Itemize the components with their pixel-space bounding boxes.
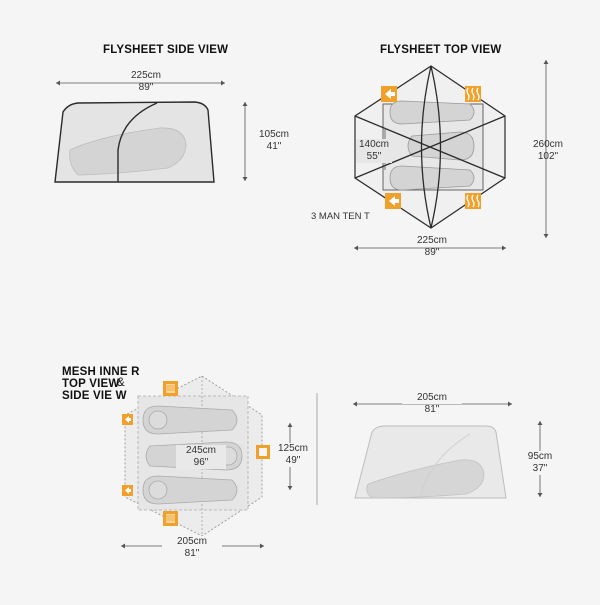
mesh-side-door-arc (419, 433, 471, 499)
fs-side-height-cm: 105cm (258, 129, 289, 140)
mesh-side-height-cm: 95cm (525, 451, 555, 463)
mesh-inner-title-amp: & (117, 377, 125, 389)
mesh-inner-side-view (316, 393, 543, 505)
fs-top-ridge-pole-left (420, 65, 432, 229)
door-arrow-icon (122, 485, 133, 496)
fs-top-pole-2 (354, 115, 506, 179)
door-arrow-icon (381, 86, 397, 102)
fs-top-length-cm: 260cm (532, 139, 563, 150)
storage-pocket-icon (163, 511, 178, 526)
fs-top-width-cm: 225cm (416, 235, 447, 246)
storage-pocket-icon (256, 445, 270, 459)
mesh-top-height-in: 49" (276, 455, 310, 467)
flysheet-side-view (54, 80, 248, 183)
flysheet-side-title: FLYSHEET SIDE VIEW (103, 44, 229, 56)
mesh-inner-title-line1: MESH INNE R (62, 366, 140, 378)
fs-top-ridge-pole-right (430, 65, 442, 229)
mesh-inner-title-line2: TOP VIEW (62, 378, 120, 390)
mesh-side-length-in: 81" (424, 404, 440, 415)
mesh-top-length-in: 96" (176, 457, 226, 469)
fs-top-inner-cm: 140cm (356, 139, 392, 151)
fs-top-sleeper-1 (389, 100, 475, 125)
vent-icon (465, 86, 481, 102)
mesh-side-length-cm: 205cm (402, 392, 462, 404)
mesh-top-length-cm: 245cm (176, 445, 226, 457)
fs-top-width-in: 89" (424, 247, 440, 258)
fs-top-sleeper-3 (389, 165, 475, 191)
mesh-top-height-cm: 125cm (276, 443, 310, 455)
fs-top-sleepers (389, 100, 475, 191)
fs-side-height-in: 41" (266, 141, 282, 152)
door-arrow-icon (122, 414, 133, 425)
fs-side-length-in: 89" (138, 82, 154, 93)
mesh-top-width-cm: 205cm (162, 536, 222, 548)
mesh-top-sleeper-3 (142, 475, 238, 505)
fs-top-inner-in: 55" (356, 151, 392, 163)
flysheet-top-view (354, 60, 549, 251)
fs-top-length-in: 102" (537, 151, 559, 162)
fs-side-door-seam (117, 102, 158, 182)
fs-side-sleeper (69, 127, 187, 176)
mesh-inner-title-line3: SIDE VIE W (62, 390, 127, 402)
mesh-side-height-in: 37" (525, 463, 555, 475)
mesh-top-width-in: 81" (184, 548, 200, 559)
storage-pocket-icon (163, 381, 178, 396)
mesh-top-head-3 (148, 480, 168, 500)
capacity-label: 3 MAN TEN T (311, 211, 370, 222)
vent-icon (465, 193, 481, 209)
flysheet-top-title: FLYSHEET TOP VIEW (380, 44, 502, 56)
mesh-top-sleeper-1 (142, 405, 238, 435)
mesh-side-sleeper (366, 459, 485, 499)
door-arrow-icon (385, 193, 401, 209)
fs-top-poles (354, 65, 506, 229)
fs-side-length-cm: 225cm (130, 70, 161, 81)
mesh-top-head-1 (148, 410, 168, 430)
